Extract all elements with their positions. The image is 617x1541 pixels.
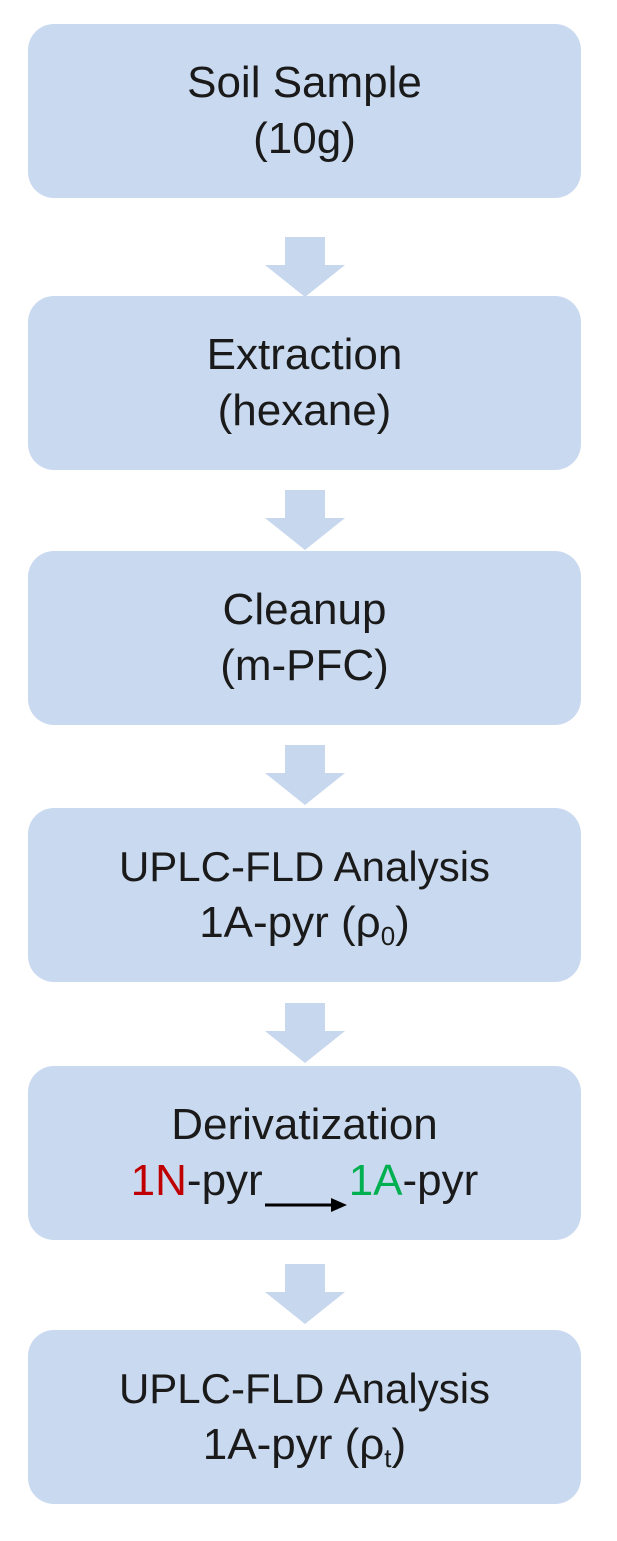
- detail-suffix: ): [395, 898, 410, 947]
- rho-subscript: t: [384, 1443, 392, 1473]
- step-detail: (10g): [253, 114, 356, 163]
- down-arrow-icon: [265, 237, 345, 297]
- step-uplc-analysis-initial: UPLC-FLD Analysis 1A-pyr (ρ0): [28, 808, 581, 982]
- reaction-arrow-icon: [264, 1173, 347, 1213]
- step-title: Cleanup: [222, 585, 387, 634]
- step-title: Derivatization: [171, 1100, 438, 1149]
- rho-subscript: 0: [380, 921, 396, 951]
- step-uplc-analysis-final: UPLC-FLD Analysis 1A-pyr (ρt): [28, 1330, 581, 1504]
- step-extraction: Extraction (hexane): [28, 296, 581, 470]
- detail-suffix: ): [391, 1420, 407, 1469]
- step-title: Extraction: [206, 330, 403, 379]
- step-detail: (hexane): [217, 386, 392, 435]
- reactant-suffix: -pyr: [186, 1156, 263, 1205]
- product-suffix: -pyr: [402, 1156, 479, 1205]
- step-soil-sample: Soil Sample (10g): [28, 24, 581, 198]
- reactant-code: 1N: [130, 1156, 187, 1205]
- step-title: UPLC-FLD Analysis: [118, 843, 491, 890]
- step-cleanup: Cleanup (m-PFC): [28, 551, 581, 725]
- product-code: 1A: [348, 1156, 403, 1205]
- step-detail: 1A-pyr (ρt): [203, 1417, 406, 1473]
- down-arrow-icon: [265, 490, 345, 550]
- down-arrow-icon: [265, 1264, 345, 1324]
- step-detail: (m-PFC): [220, 641, 389, 690]
- down-arrow-icon: [265, 745, 345, 805]
- down-arrow-icon: [265, 1003, 345, 1063]
- detail-prefix: 1A-pyr (ρ: [199, 898, 381, 947]
- step-title: Soil Sample: [187, 58, 422, 107]
- step-title: UPLC-FLD Analysis: [118, 1365, 491, 1412]
- step-detail: 1A-pyr (ρ0): [199, 895, 410, 951]
- detail-prefix: 1A-pyr (ρ: [202, 1420, 385, 1469]
